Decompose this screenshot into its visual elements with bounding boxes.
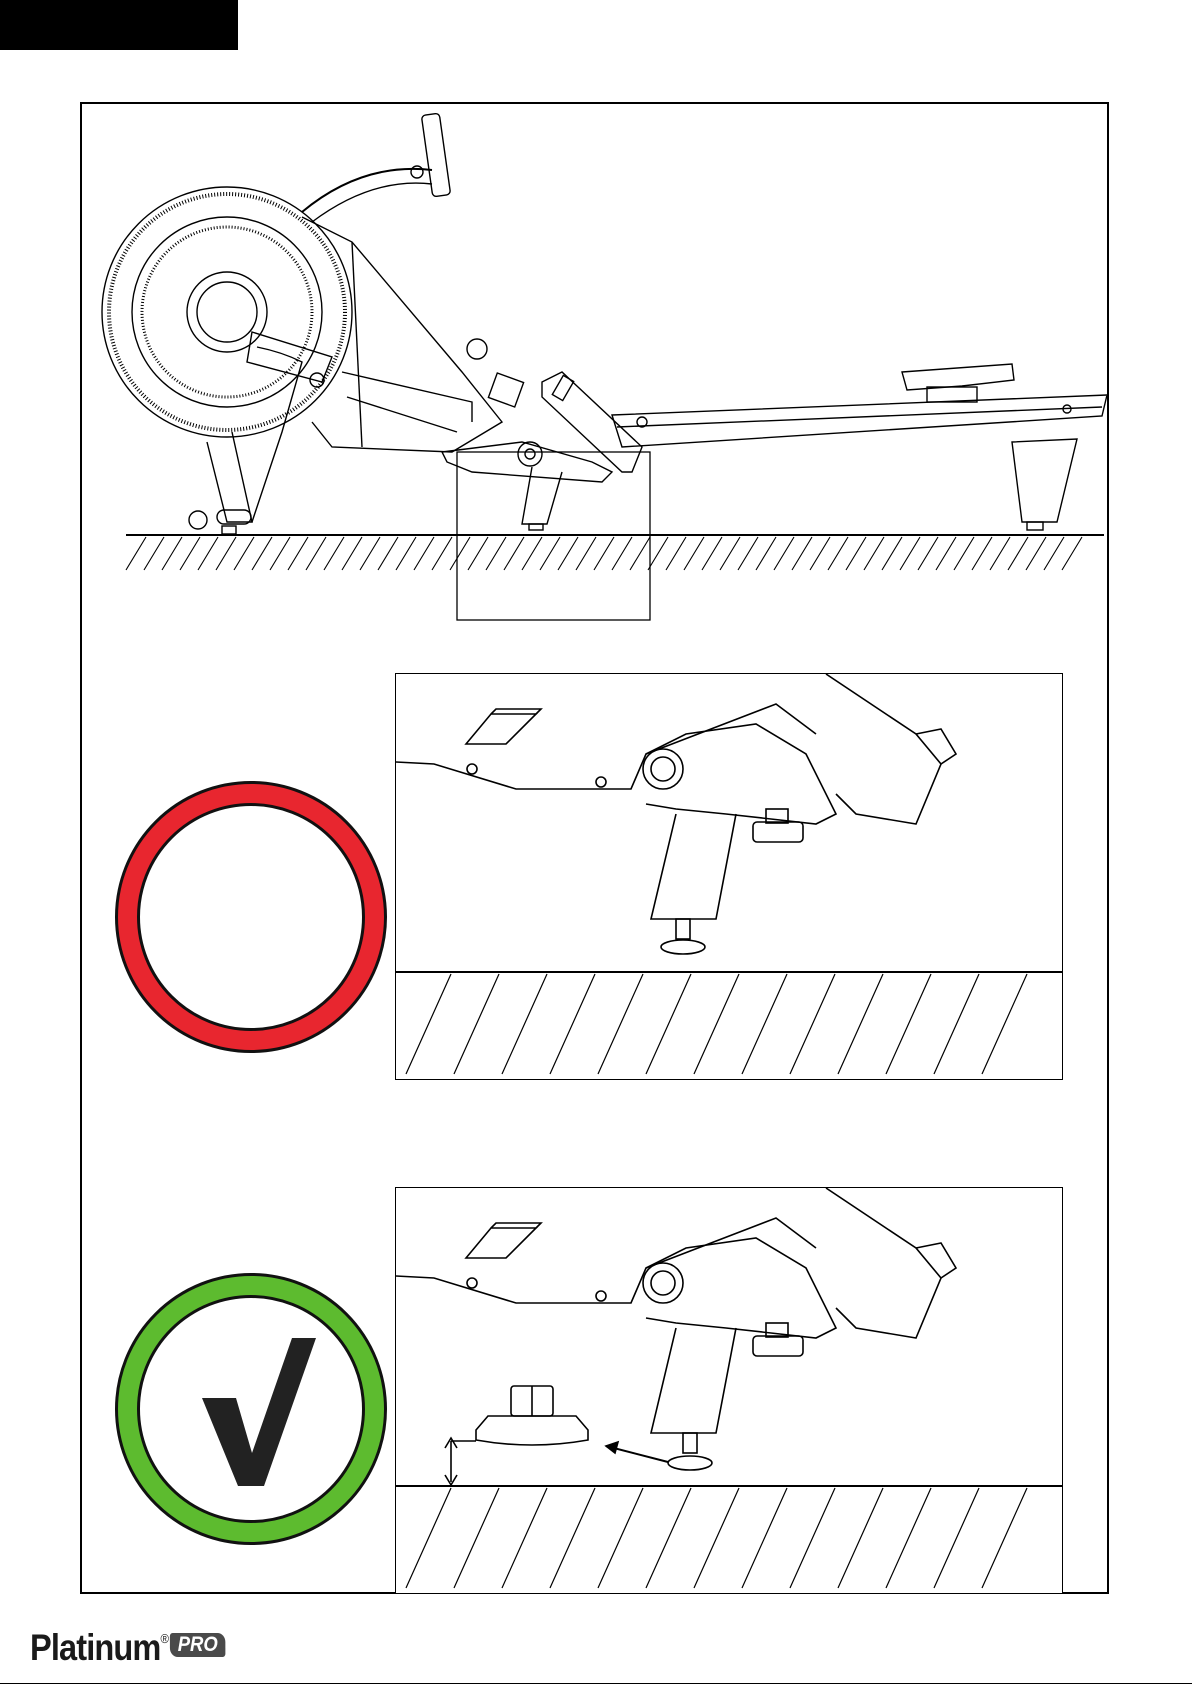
leveling-foot-detail-icon xyxy=(396,674,1063,1080)
correct-indicator-face xyxy=(137,1295,365,1523)
detail-leveling-foot-correct xyxy=(395,1187,1063,1594)
logo-registered: ® xyxy=(160,1631,168,1646)
platinum-pro-logo: Platinum®PRO xyxy=(30,1627,226,1669)
logo-suffix: PRO xyxy=(170,1633,226,1657)
rowing-machine-overview xyxy=(82,104,1107,704)
check-icon xyxy=(140,1298,362,1520)
detail-leveling-foot-incorrect xyxy=(395,673,1063,1080)
incorrect-indicator-blank xyxy=(137,803,365,1031)
logo-brand: Platinum xyxy=(30,1627,160,1668)
incorrect-indicator xyxy=(115,781,387,1053)
correct-indicator xyxy=(115,1273,387,1545)
leveling-foot-adjust-icon xyxy=(396,1188,1063,1594)
header-tab xyxy=(0,0,238,50)
footer-rule xyxy=(0,1683,1192,1684)
